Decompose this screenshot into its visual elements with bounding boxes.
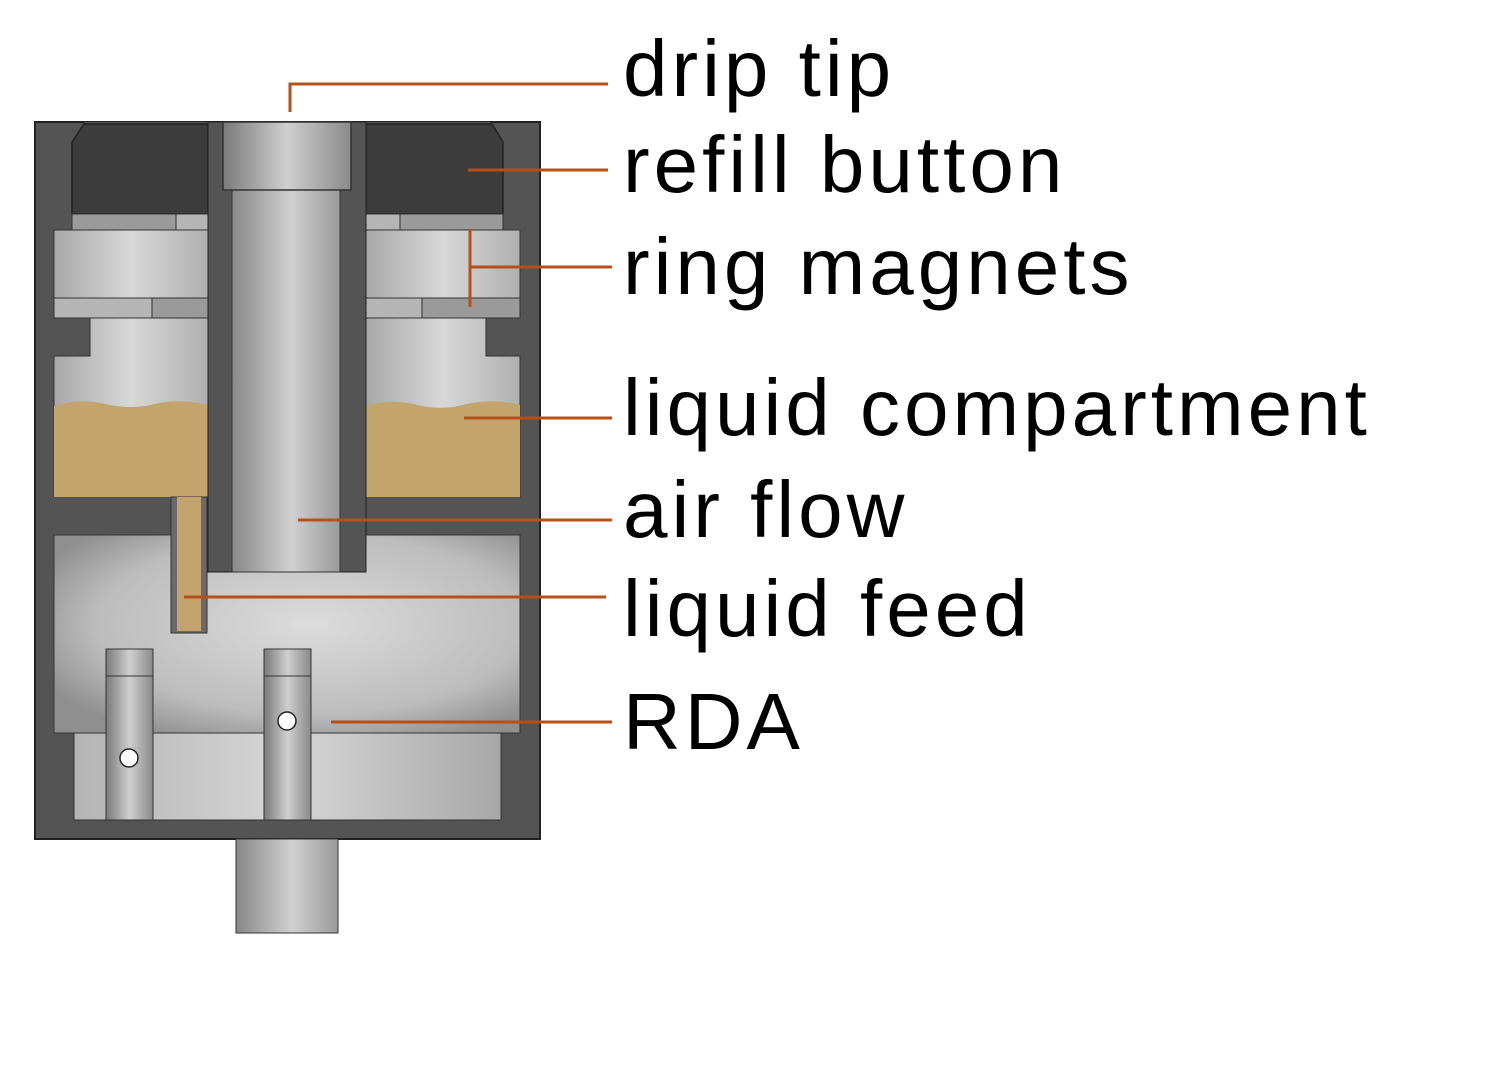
air-flow-chimney	[207, 121, 367, 573]
label-air-flow: air flow	[623, 465, 908, 554]
leader-lines	[184, 82, 612, 724]
labels: drip tip refill button ring magnets liqu…	[623, 24, 1371, 766]
ring-magnets	[53, 213, 521, 319]
drip-tip	[222, 121, 352, 191]
label-liquid-compartment: liquid compartment	[623, 363, 1371, 452]
rda-post-right	[263, 648, 312, 821]
leader-drip-tip	[288, 82, 608, 112]
liquid-left	[54, 401, 208, 497]
label-refill-button: refill button	[623, 120, 1066, 209]
rda-post-left	[105, 648, 154, 821]
connector-pin	[235, 838, 339, 934]
label-liquid-feed: liquid feed	[623, 564, 1032, 653]
rda-post-left-hole	[119, 748, 139, 768]
label-ring-magnets: ring magnets	[623, 222, 1133, 311]
liquid-compartment	[53, 317, 521, 498]
rda-post-right-hole	[277, 711, 297, 731]
label-rda: RDA	[623, 677, 804, 766]
label-drip-tip: drip tip	[623, 24, 895, 113]
liquid-right	[366, 401, 520, 497]
refill-button	[71, 123, 504, 215]
liquid-feed-tube	[170, 496, 208, 634]
